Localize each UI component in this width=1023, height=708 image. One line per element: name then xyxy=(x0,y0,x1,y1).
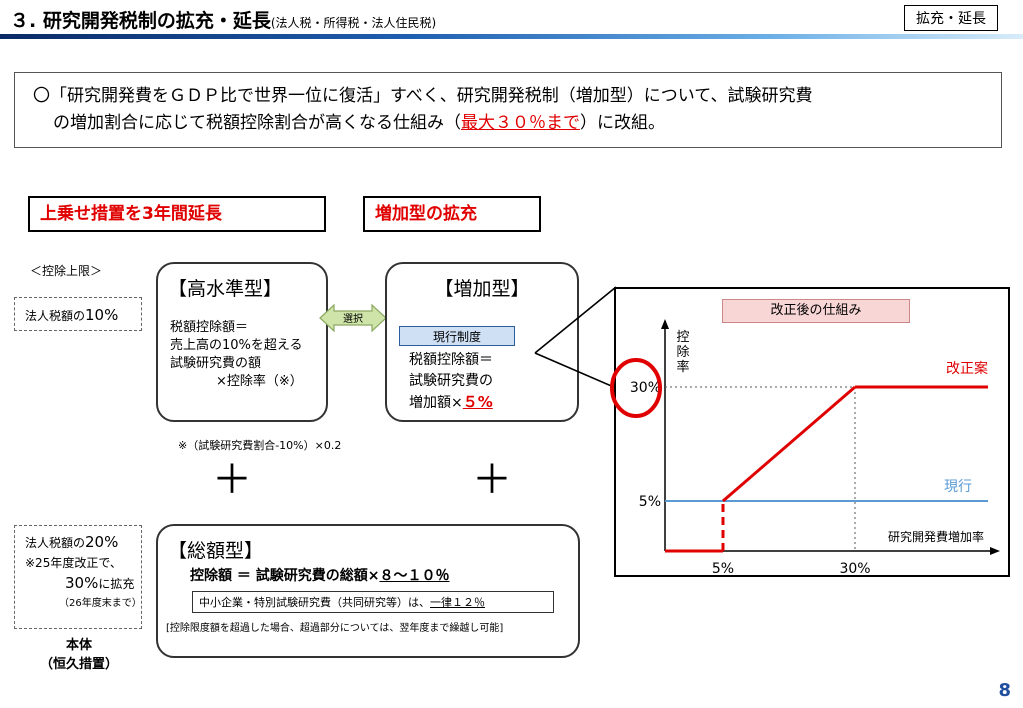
lead-line-1: 〇「研究開発費をＧＤＰ比で世界一位に復活」すべく、研究開発税制（増加型）について… xyxy=(33,83,989,110)
total-formula-text: 控除額 ＝ 試験研究費の総額× xyxy=(190,568,380,584)
limit1-label: 法人税額の xyxy=(25,309,86,323)
callout-lines xyxy=(534,286,617,389)
main-body-line1: 本体 xyxy=(65,638,92,653)
high-level-l4: ×控除率（※） xyxy=(216,374,303,389)
limit2-line4: （26年度末まで） xyxy=(59,598,142,609)
limit2-value: 20% xyxy=(85,533,119,551)
lead-text-1: 「研究開発費をＧＤＰ比で世界一位に復活」すべく、研究開発税制（増加型）について、… xyxy=(50,86,813,106)
increase-l3: 増加額× xyxy=(409,395,463,411)
title-text: ３. 研究開発税制の拡充・延長 xyxy=(10,10,271,32)
limit2-value-30: 30% xyxy=(65,574,99,592)
series-proposed-label: 改正案 xyxy=(946,360,988,377)
total-title: 【総額型】 xyxy=(168,540,264,562)
section-label-expansion: 増加型の拡充 xyxy=(363,196,541,232)
x-axis-label: 研究開発費増加率 xyxy=(888,529,984,544)
limit2-suffix: に拡充 xyxy=(98,577,135,591)
page-number: 8 xyxy=(998,680,1011,701)
plus-sign-right: ＋ xyxy=(472,457,512,503)
main-body-line2: （恒久措置） xyxy=(39,657,118,672)
limit2-line3: 30%に拡充 xyxy=(25,573,141,594)
y-tick-5: 5% xyxy=(639,494,661,510)
y-axis-label-char: 除 xyxy=(676,345,689,360)
title-gradient-bar xyxy=(0,34,1023,39)
current-system-badge: 現行制度 xyxy=(399,326,515,346)
y-axis-label-char: 率 xyxy=(676,359,689,375)
lead-box: 〇「研究開発費をＧＤＰ比で世界一位に復活」すべく、研究開発税制（増加型）について… xyxy=(14,72,1002,148)
limit2-label: 法人税額の xyxy=(25,536,86,550)
title-subtitle: (法人税・所得税・法人住民税) xyxy=(270,16,437,30)
plus-sign-left: ＋ xyxy=(212,457,252,503)
high-level-l2: 売上高の10%を超える xyxy=(170,338,303,353)
increase-l2: 試験研究費の xyxy=(409,373,493,389)
chart-svg: 控除率 30% 5% 5% 30% 研究開発費増加率 現行 改正案 xyxy=(630,319,1000,575)
sme-text: 中小企業・特別試験研究費（共同研究等）は、 xyxy=(199,596,430,609)
high-level-box: 【高水準型】 税額控除額＝ 売上高の10%を超える 試験研究費の額 ×控除率（※… xyxy=(156,262,328,422)
limit-header: ＜控除上限＞ xyxy=(30,264,103,278)
increase-title: 【増加型】 xyxy=(434,278,530,300)
high-level-l1: 税額控除額＝ xyxy=(170,320,249,335)
total-formula: 控除額 ＝ 試験研究費の総額×８～１０％ xyxy=(172,565,578,585)
chart-title-badge: 改正後の仕組み xyxy=(722,299,910,323)
high-level-title: 【高水準型】 xyxy=(168,278,283,300)
x-tick-5: 5% xyxy=(712,561,734,575)
limit2-line1: 法人税額の20% xyxy=(25,532,141,553)
carryover-note: [控除限度額を超過した場合、超過部分については、翌年度まで繰越し可能] xyxy=(166,623,504,634)
high-level-l3: 試験研究費の額 xyxy=(170,356,262,371)
category-tag: 拡充・延長 xyxy=(904,5,998,31)
high-level-formula: 税額控除額＝ 売上高の10%を超える 試験研究費の額 ×控除率（※） xyxy=(170,319,326,391)
section-label-extension: 上乗せ措置を3年間延長 xyxy=(28,196,326,232)
increase-formula: 税額控除額＝ 試験研究費の 増加額×５% xyxy=(409,350,493,414)
select-label: 選択 xyxy=(343,314,363,325)
sme-box: 中小企業・特別試験研究費（共同研究等）は、一律１２％ xyxy=(192,591,554,613)
lead-highlight: 最大３０％まで xyxy=(461,113,580,133)
y-axis-arrow-icon xyxy=(661,319,669,329)
sme-rate: 一律１２％ xyxy=(430,596,485,609)
lead-text-2b: ）に改組。 xyxy=(580,113,665,133)
rate-note: ※（試験研究費割合-10%）×0.2 xyxy=(178,439,342,452)
highlight-circle-icon xyxy=(610,358,662,418)
limit-box-20: 法人税額の20% ※25年度改正で、 30%に拡充 （26年度末まで） xyxy=(14,525,142,629)
lead-text-2a: の増加割合に応じて税額控除割合が高くなる仕組み（ xyxy=(53,113,461,133)
chart-frame: 改正後の仕組み 控除率 30% 5% 5% 30% 研究開発費増加率 現行 改正案 xyxy=(614,287,1010,577)
x-tick-30: 30% xyxy=(839,561,870,575)
lead-line-2: の増加割合に応じて税額控除割合が高くなる仕組み（最大３０％まで）に改組。 xyxy=(33,110,989,137)
y-axis-label-char: 控 xyxy=(676,330,689,345)
total-box: 【総額型】 控除額 ＝ 試験研究費の総額×８～１０％ 中小企業・特別試験研究費（… xyxy=(156,524,580,658)
limit1-value: 10% xyxy=(85,306,119,324)
bullet-icon: 〇 xyxy=(33,86,50,106)
main-body-label: 本体 （恒久措置） xyxy=(14,636,144,674)
increase-l1: 税額控除額＝ xyxy=(409,352,493,368)
page-title: ３. 研究開発税制の拡充・延長(法人税・所得税・法人住民税) xyxy=(10,6,436,33)
limit-box-10: 法人税額の10% xyxy=(14,297,142,331)
limit2-line2: ※25年度改正で、 xyxy=(25,556,122,570)
increase-box: 【増加型】 現行制度 税額控除額＝ 試験研究費の 増加額×５% xyxy=(385,262,579,422)
x-axis-arrow-icon xyxy=(990,547,1000,555)
increase-rate: ５% xyxy=(462,393,493,411)
y-tick-30: 30% xyxy=(630,380,661,396)
series-current-label: 現行 xyxy=(944,479,972,495)
total-formula-rate: ８～１０％ xyxy=(379,568,450,584)
series-proposed-slope xyxy=(722,385,856,503)
